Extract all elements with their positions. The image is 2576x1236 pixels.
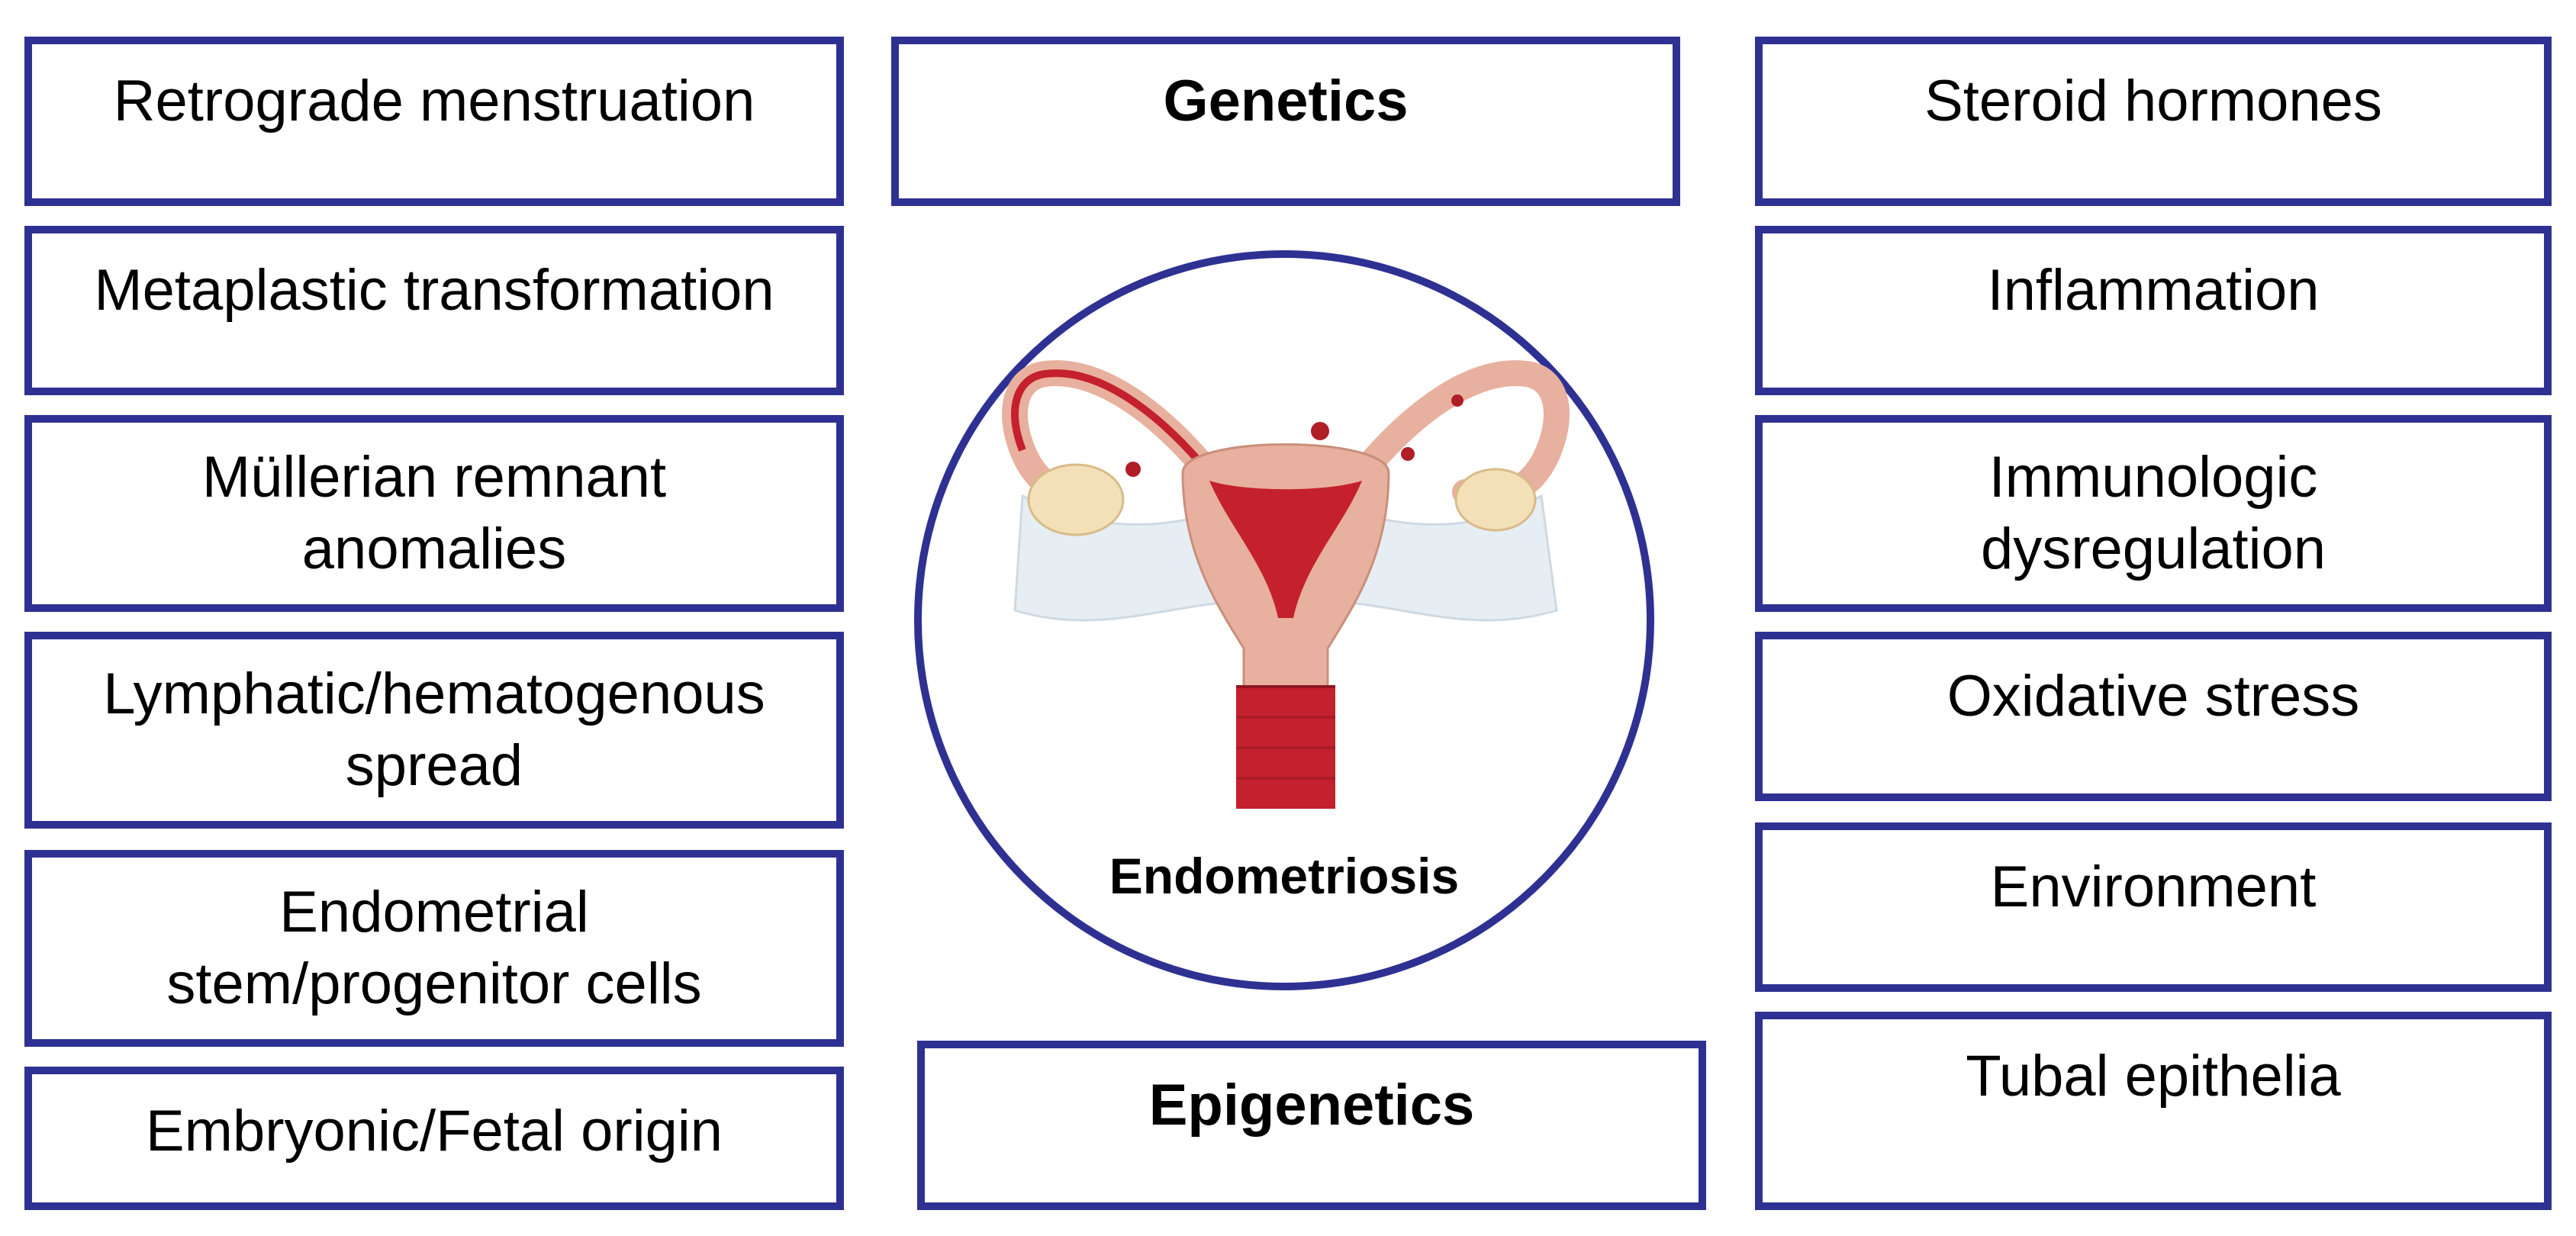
right-box-steroid-hormones: Steroid hormones (1755, 37, 2552, 206)
endometriosis-label: Endometriosis (1109, 848, 1460, 904)
box-label: Environment (1990, 855, 2317, 919)
box-label: Tubal epithelia (1966, 1044, 2341, 1109)
box-label: Lymphatic/hematogenous spread (103, 661, 765, 798)
box-label: Steroid hormones (1924, 69, 2382, 134)
box-label: Embryonic/Fetal origin (145, 1099, 723, 1164)
epigenetics-box: Epigenetics (917, 1041, 1706, 1210)
right-box-immunologic-dysregulation: Immunologic dysregulation (1755, 415, 2552, 612)
box-label: Müllerian remnant anomalies (201, 445, 667, 581)
box-label: Genetics (1163, 69, 1409, 134)
right-box-environment: Environment (1755, 822, 2552, 992)
box-label: Endometrial stem/progenitor cells (166, 880, 702, 1016)
left-box-embryonic-fetal-origin: Embryonic/Fetal origin (24, 1067, 844, 1210)
box-label: Retrograde menstruation (113, 69, 755, 134)
box-label: Epigenetics (1148, 1073, 1475, 1138)
left-box-mullerian-remnant: Müllerian remnant anomalies (24, 415, 844, 612)
box-label: Oxidative stress (1946, 664, 2360, 729)
box-label: Immunologic dysregulation (1980, 445, 2326, 581)
left-box-metaplastic-transformation: Metaplastic transformation (24, 226, 844, 395)
box-label: Inflammation (1987, 258, 2320, 323)
box-label: Metaplastic transformation (94, 258, 774, 323)
left-box-retrograde-menstruation: Retrograde menstruation (24, 37, 844, 206)
right-box-oxidative-stress: Oxidative stress (1755, 632, 2552, 801)
left-box-lymphatic-spread: Lymphatic/hematogenous spread (24, 632, 844, 829)
right-box-tubal-epithelia: Tubal epithelia (1755, 1012, 2552, 1210)
right-box-inflammation: Inflammation (1755, 226, 2552, 395)
genetics-box: Genetics (891, 37, 1680, 206)
uterus-illustration-icon (1002, 360, 1570, 809)
left-box-stem-progenitor-cells: Endometrial stem/progenitor cells (24, 850, 844, 1047)
